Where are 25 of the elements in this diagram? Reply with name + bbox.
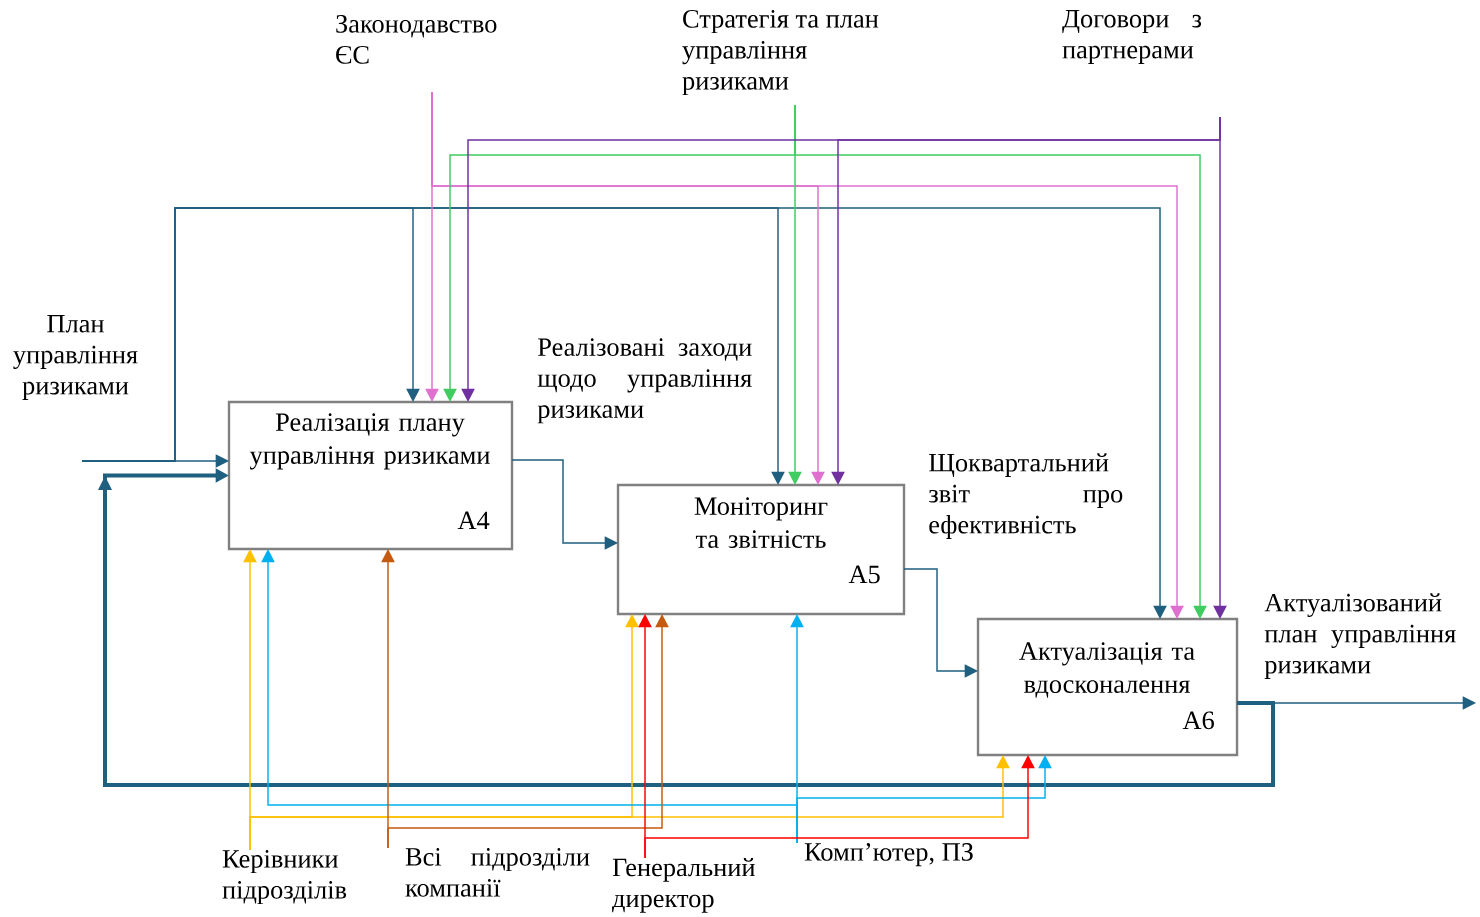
- arrow: [249, 755, 1010, 851]
- arrow: [903, 568, 978, 678]
- mechanism-label: Керівники підрозділів: [222, 850, 347, 905]
- mechanism-label: Всі підрозділи компанії: [405, 848, 590, 897]
- edge-label: Актуалізований план управління ризиками: [1264, 593, 1457, 679]
- arrow: [644, 755, 1035, 859]
- edge-label: Щоквартальний звіт про ефективність: [928, 453, 1124, 539]
- arrow: [81, 207, 1167, 619]
- mechanism-label: Генеральний директор: [612, 858, 755, 913]
- process-box: Актуалізація та вдосконалення A6: [976, 617, 1239, 757]
- process-box: Моніторинг та звітність A5: [616, 483, 906, 616]
- arrow: [796, 755, 1052, 844]
- arrow: [387, 614, 669, 849]
- control-label: Законодавство ЄС: [336, 15, 497, 64]
- control-label: Договори з партнерами: [1062, 10, 1202, 64]
- edge-label: Реалізовані заходи щодо управління ризиками: [537, 338, 753, 424]
- feedback-arrow: [98, 468, 1275, 787]
- arrow: [1213, 116, 1227, 619]
- arrow: [511, 459, 618, 550]
- control-label: Стратегія та план управління ризиками: [682, 10, 879, 96]
- mechanism-label: Комп’ютер, ПЗ: [804, 843, 973, 867]
- input-label: План управління ризиками: [13, 315, 138, 400]
- process-box: Реалізація плану управління ризиками A4: [227, 400, 514, 551]
- arrow: [794, 104, 1207, 619]
- arrow: [431, 91, 1184, 619]
